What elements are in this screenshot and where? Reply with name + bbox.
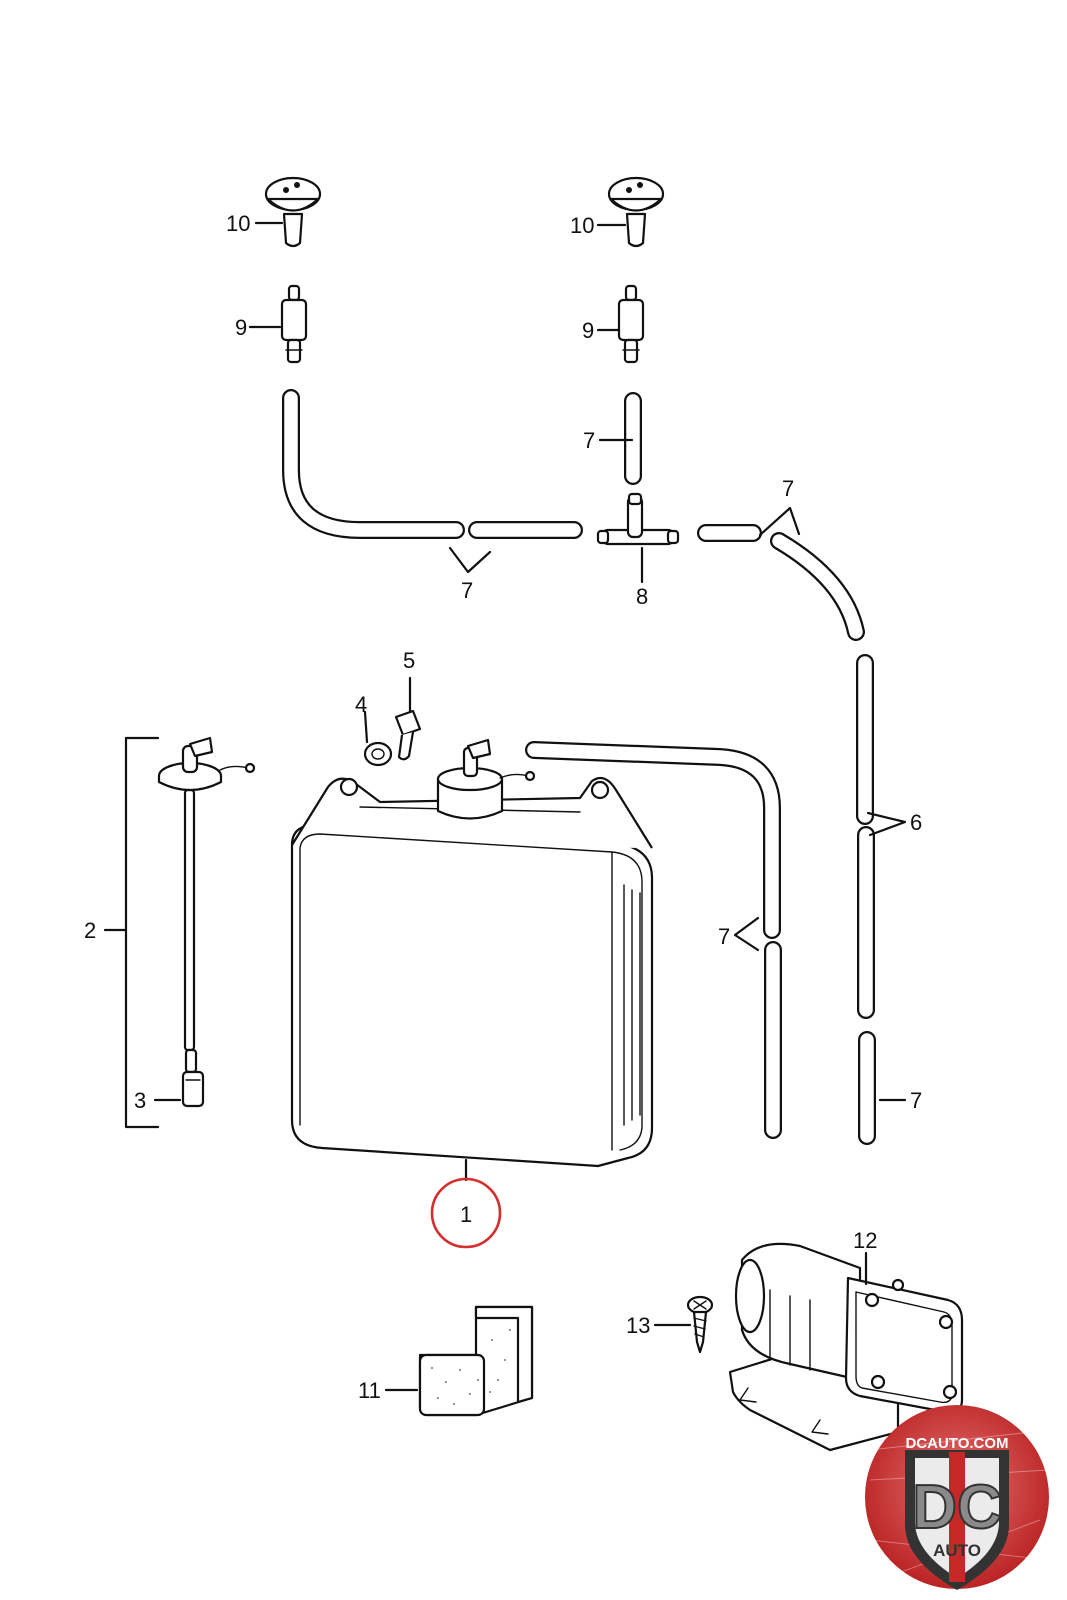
check-valve-left (280, 284, 308, 364)
callout-12: 12 (853, 1228, 877, 1253)
logo-word: AUTO (933, 1541, 981, 1560)
callout-5: 5 (403, 648, 415, 673)
callout-1: 1 (460, 1202, 472, 1227)
callout-13: 13 (626, 1313, 650, 1338)
callout-11: 11 (358, 1378, 381, 1403)
hose-right-bend (770, 532, 865, 641)
dcauto-logo: DCAUTO.COM DC AUTO (865, 1405, 1049, 1590)
callout-3: 3 (134, 1088, 146, 1113)
washer-pump (728, 1242, 964, 1452)
plug-pin (394, 709, 422, 761)
check-valve-right (617, 284, 645, 364)
callout-9-left: 9 (235, 315, 247, 340)
logo-letters: DC (912, 1473, 1002, 1542)
grommet (363, 741, 393, 767)
callout-9-right: 9 (582, 318, 594, 343)
callout-4: 4 (355, 692, 367, 717)
foam-pad (418, 1305, 534, 1417)
screw (686, 1295, 714, 1354)
callout-7-center: 7 (583, 428, 595, 453)
logo-domain-text: DCAUTO.COM (905, 1435, 1008, 1452)
callout-labels: 10 10 9 9 7 7 8 7 5 4 2 3 6 7 7 1 12 13 … (84, 211, 922, 1403)
t-connector (596, 492, 680, 546)
spray-nozzle-right (607, 176, 665, 248)
highlight-circle (430, 1177, 502, 1249)
callout-6: 6 (910, 810, 922, 835)
leader-lines (103, 221, 907, 1392)
callout-7-left: 7 (461, 578, 473, 603)
callout-7-middle-right: 7 (718, 924, 730, 949)
callout-8: 8 (636, 584, 648, 609)
callout-2: 2 (84, 918, 96, 943)
hose-left-bend (282, 389, 465, 539)
level-sender (157, 736, 256, 1108)
callout-10-left: 10 (226, 211, 250, 236)
spray-nozzle-left (264, 176, 322, 248)
hose-tank-outlet (525, 741, 781, 939)
callout-7-upper-right: 7 (782, 476, 794, 501)
reservoir-tank (290, 738, 654, 1168)
callout-7-lower-right: 7 (910, 1088, 922, 1113)
callout-10-right: 10 (570, 213, 594, 238)
